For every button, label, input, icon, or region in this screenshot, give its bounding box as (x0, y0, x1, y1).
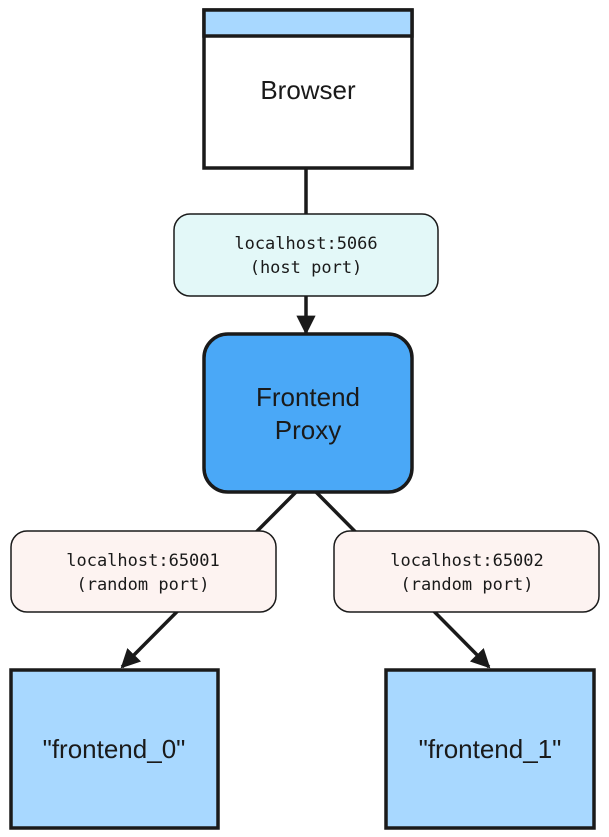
frontend-0-node: "frontend_0" (9, 668, 220, 830)
frontend-proxy-box (202, 332, 414, 494)
edge-label-random-port-1: localhost:65002 (random port) (333, 530, 600, 613)
frontend-proxy-label-line2: Proxy (275, 415, 341, 445)
random-port-0-caption: (random port) (76, 575, 209, 595)
frontend-1-box (384, 668, 596, 830)
browser-titlebar (202, 8, 414, 38)
random-port-1-caption: (random port) (400, 575, 533, 595)
random-port-1-address: localhost:65002 (390, 551, 544, 571)
browser-node: Browser (202, 8, 414, 170)
host-port-label-box (173, 213, 439, 297)
edge-label-random-port-0: localhost:65001 (random port) (10, 530, 277, 613)
edge-label-host-port: localhost:5066 (host port) (173, 213, 439, 297)
host-port-address: localhost:5066 (234, 234, 377, 254)
frontend-proxy-label-line1: Frontend (256, 382, 360, 412)
host-port-caption: (host port) (250, 258, 363, 278)
random-port-1-label-box (333, 530, 600, 613)
random-port-0-label-box (10, 530, 277, 613)
frontend-1-node: "frontend_1" (384, 668, 596, 830)
frontend-1-label: "frontend_1" (419, 734, 562, 764)
browser-label: Browser (260, 75, 356, 105)
frontend-0-label: "frontend_0" (43, 734, 186, 764)
random-port-0-address: localhost:65001 (66, 551, 220, 571)
frontend-proxy-node: Frontend Proxy (202, 332, 414, 494)
frontend-0-box (9, 668, 220, 830)
